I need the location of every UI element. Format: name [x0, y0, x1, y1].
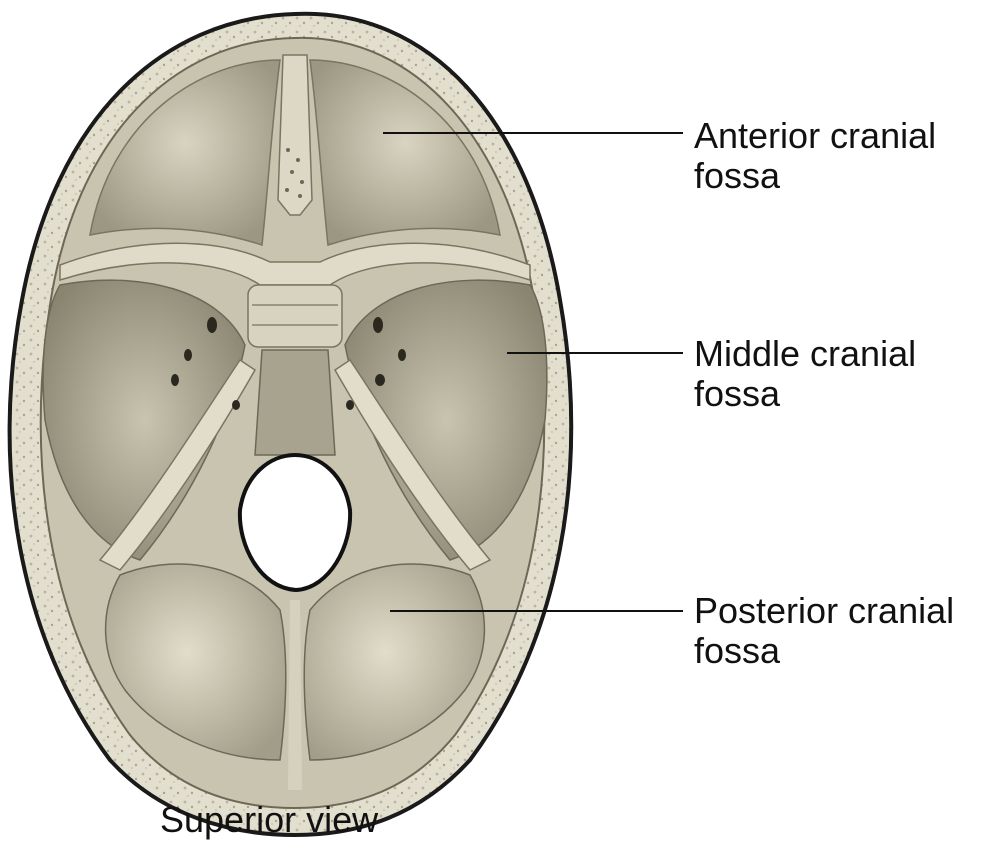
- posterior-fossa-left: [104, 563, 287, 761]
- middle-fossa-right: [344, 279, 548, 561]
- foramen-magnum: [237, 452, 353, 593]
- posterior-fossa-right: [303, 563, 486, 761]
- label-posterior-line2: fossa: [694, 630, 781, 671]
- crista-galli: [277, 54, 313, 216]
- anterior-fossa-left: [89, 59, 281, 246]
- label-middle-line2: fossa: [694, 373, 781, 414]
- petrous-ridge-left: [98, 358, 256, 571]
- label-anterior-line2: fossa: [694, 155, 781, 196]
- label-anterior-cranial-fossa: Anterior cranial fossa: [694, 116, 936, 196]
- clivus: [254, 349, 336, 456]
- label-middle-cranial-fossa: Middle cranial fossa: [694, 334, 916, 414]
- anterior-fossa-right: [309, 59, 501, 246]
- label-middle-line1: Middle cranial: [694, 333, 917, 374]
- middle-fossa-left: [42, 279, 246, 561]
- sella-turcica: [247, 284, 343, 348]
- petrous-ridge-right: [334, 358, 492, 571]
- view-caption: Superior view: [160, 799, 379, 840]
- label-posterior-cranial-fossa: Posterior cranial fossa: [694, 591, 954, 671]
- label-posterior-line1: Posterior cranial: [694, 590, 955, 631]
- internal-occipital-crest: [288, 600, 302, 790]
- label-anterior-line1: Anterior cranial: [694, 115, 937, 156]
- lesser-wing-ridge: [59, 242, 531, 286]
